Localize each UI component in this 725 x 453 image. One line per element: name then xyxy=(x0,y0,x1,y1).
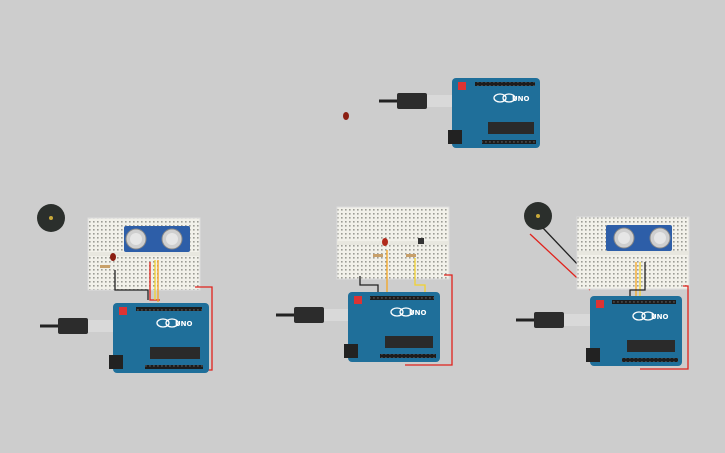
power-jack xyxy=(586,348,600,362)
wire-power[interactable] xyxy=(640,285,689,370)
pushbutton[interactable] xyxy=(418,238,424,244)
breadboard-channel xyxy=(577,251,689,255)
wire-red[interactable] xyxy=(149,262,160,301)
sensor-receiver-inner xyxy=(166,233,178,245)
digital-header[interactable] xyxy=(475,82,535,86)
power-header[interactable] xyxy=(482,140,536,144)
wire-ground[interactable] xyxy=(629,262,646,300)
sensor-transmitter-inner xyxy=(618,232,630,244)
buzzer-center xyxy=(49,216,53,220)
microcontroller-chip xyxy=(488,122,534,134)
arduino-logo-right xyxy=(502,93,516,103)
resistor[interactable] xyxy=(406,254,416,257)
usb-plug[interactable] xyxy=(397,93,427,109)
usb-connector xyxy=(88,320,118,332)
standalone-arduino[interactable]: UNO xyxy=(343,78,540,148)
microcontroller-chip xyxy=(627,340,675,352)
usb-connector xyxy=(427,95,457,107)
power-jack xyxy=(344,344,358,358)
reset-button[interactable] xyxy=(458,82,466,90)
sensor-receiver-inner xyxy=(654,232,666,244)
wire-power[interactable] xyxy=(405,274,453,366)
arduino-logo-right xyxy=(399,307,413,317)
breadboard-channel xyxy=(88,252,200,256)
arduino-logo-right xyxy=(165,318,179,328)
usb-connector xyxy=(324,309,354,321)
resistor[interactable] xyxy=(100,265,110,268)
ultrasonic-buzzer-circuit-left[interactable]: UNO xyxy=(37,204,213,373)
usb-plug[interactable] xyxy=(294,307,324,323)
arduino-logo-right xyxy=(641,311,655,321)
digital-header[interactable] xyxy=(612,300,676,304)
arduino-logo xyxy=(632,311,646,321)
reset-button[interactable] xyxy=(354,296,362,304)
board-model-label: UNO xyxy=(651,313,669,321)
arduino-board[interactable] xyxy=(113,303,209,373)
wire-yellow[interactable] xyxy=(414,258,426,295)
reset-button[interactable] xyxy=(119,307,127,315)
microcontroller-chip xyxy=(385,336,433,348)
digital-header[interactable] xyxy=(370,296,434,300)
breadboard-channel xyxy=(337,241,449,245)
board-model-label: UNO xyxy=(512,95,530,103)
led-component[interactable] xyxy=(382,238,388,246)
led-component[interactable] xyxy=(343,112,349,120)
resistor[interactable] xyxy=(373,254,383,257)
board-model-label: UNO xyxy=(409,309,427,317)
led-component[interactable] xyxy=(110,253,116,261)
reset-button[interactable] xyxy=(596,300,604,308)
sensor-transmitter-inner xyxy=(130,233,142,245)
power-jack xyxy=(448,130,462,144)
arduino-logo xyxy=(493,93,507,103)
digital-header[interactable] xyxy=(136,307,202,311)
microcontroller-chip xyxy=(150,347,200,359)
usb-connector xyxy=(564,314,594,326)
usb-plug[interactable] xyxy=(534,312,564,328)
power-jack xyxy=(109,355,123,369)
usb-plug[interactable] xyxy=(58,318,88,334)
power-header[interactable] xyxy=(145,365,203,369)
wire-black[interactable] xyxy=(359,276,379,295)
power-header[interactable] xyxy=(380,354,436,358)
power-header[interactable] xyxy=(622,358,678,362)
arduino-logo xyxy=(156,318,170,328)
wire-black[interactable] xyxy=(114,270,149,300)
board-model-label: UNO xyxy=(175,320,193,328)
buzzer-center xyxy=(536,214,540,218)
led-button-circuit-center[interactable]: UNO xyxy=(276,206,453,366)
arduino-logo xyxy=(390,307,404,317)
ultrasonic-buzzer-circuit-right[interactable]: UNO xyxy=(516,202,690,370)
